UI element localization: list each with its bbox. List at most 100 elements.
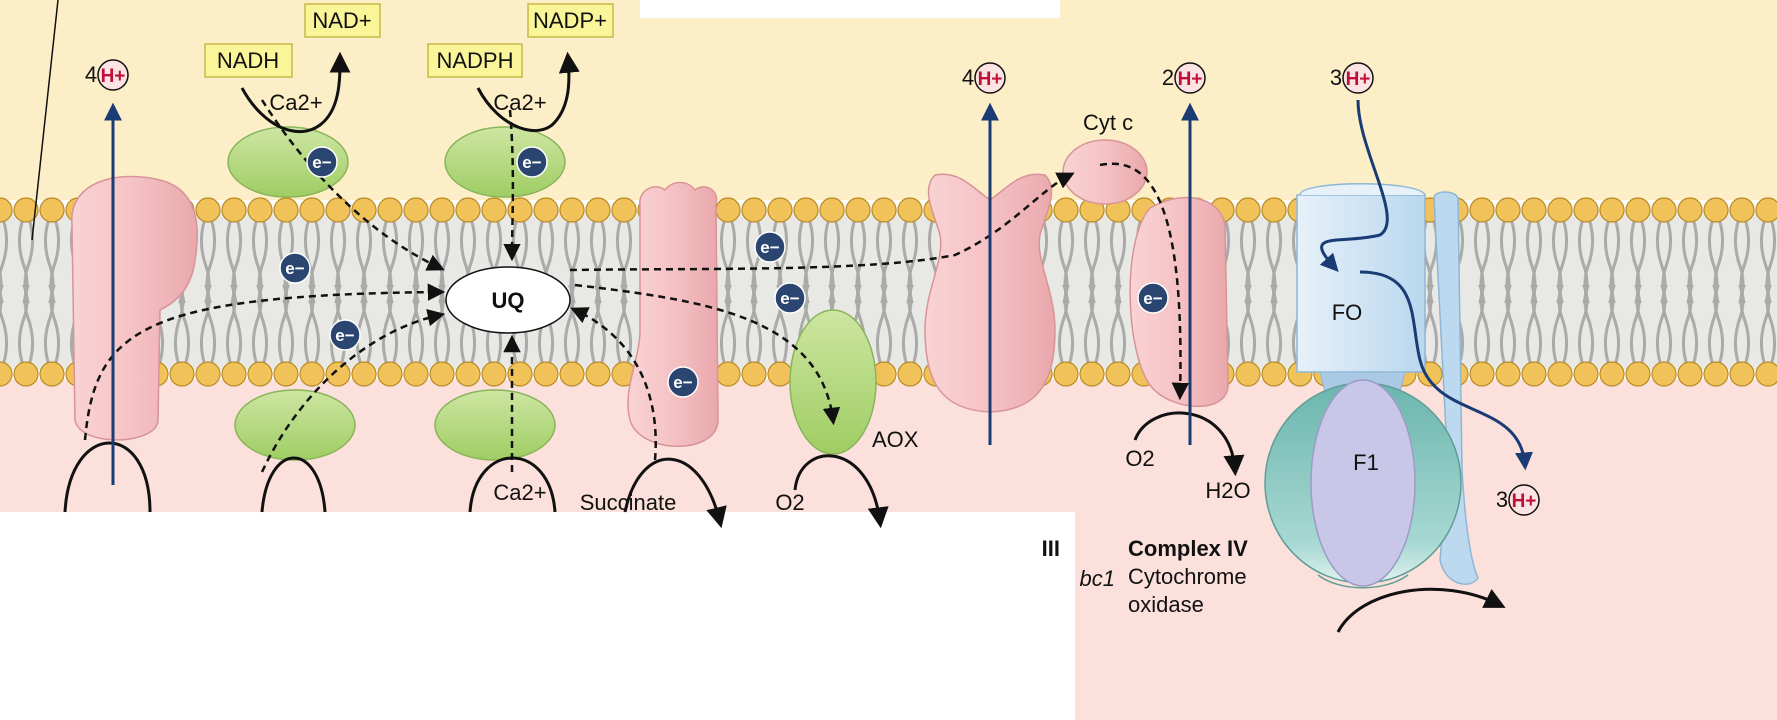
nadph-label: NADPH bbox=[436, 48, 513, 73]
proton-count: 3 bbox=[1496, 487, 1508, 512]
complex-i bbox=[71, 175, 199, 441]
lipid-head bbox=[1755, 197, 1777, 223]
lipid-head bbox=[559, 197, 585, 223]
lipid-head bbox=[1495, 197, 1521, 223]
lipid-head bbox=[247, 197, 273, 223]
lipid-head bbox=[455, 197, 481, 223]
lipid-head bbox=[1599, 197, 1625, 223]
external-nadph-dehydrogenase bbox=[444, 126, 566, 198]
complex-ii bbox=[627, 181, 719, 447]
electron-label: e− bbox=[335, 326, 354, 345]
lipid-head bbox=[1677, 361, 1703, 387]
lipid-head bbox=[39, 361, 65, 387]
lipid-head bbox=[585, 197, 611, 223]
lipid-head bbox=[1079, 361, 1105, 387]
lipid-head bbox=[611, 197, 637, 223]
electron-markers: e− e− e− e− e− e− e− e− bbox=[279, 146, 1169, 398]
nadp-plus-label: NADP+ bbox=[533, 8, 607, 33]
electron-label: e− bbox=[760, 238, 779, 257]
nadh-label: NADH bbox=[217, 48, 279, 73]
electron-flow-paths bbox=[83, 99, 1190, 473]
calcium-label-2: Ca2+ bbox=[493, 90, 546, 115]
lipid-head bbox=[481, 197, 507, 223]
lipid-head bbox=[533, 361, 559, 387]
lipid-head bbox=[1469, 361, 1495, 387]
lipid-head bbox=[13, 197, 39, 223]
lipid-head bbox=[715, 197, 741, 223]
electron-marker: e− bbox=[754, 231, 786, 263]
lipid-head bbox=[403, 361, 429, 387]
electron-marker: e− bbox=[306, 146, 338, 178]
complex-iv bbox=[1129, 196, 1229, 408]
lipid-head bbox=[1495, 361, 1521, 387]
lipid-head bbox=[507, 197, 533, 223]
inner-membrane-bilayer bbox=[0, 197, 1777, 387]
nadph-box: NADPH bbox=[427, 43, 523, 78]
complex-iv-line3: oxidase bbox=[1128, 592, 1204, 617]
lipid-head bbox=[377, 197, 403, 223]
lipid-head bbox=[299, 197, 325, 223]
lipid-head bbox=[1261, 197, 1287, 223]
lipid-head bbox=[481, 361, 507, 387]
lipid-head bbox=[455, 361, 481, 387]
proton-count: 4 bbox=[962, 65, 974, 90]
lipid-head bbox=[793, 197, 819, 223]
lipid-head bbox=[351, 197, 377, 223]
electron-label: e− bbox=[522, 153, 541, 172]
lipid-head bbox=[39, 197, 65, 223]
calcium-label-1: Ca2+ bbox=[269, 90, 322, 115]
succinate-label: Succinate bbox=[580, 490, 677, 515]
lipid-head bbox=[0, 361, 13, 387]
lipid-head bbox=[1625, 361, 1651, 387]
lipid-head bbox=[1053, 361, 1079, 387]
lipid-head bbox=[715, 361, 741, 387]
lipid-head bbox=[741, 197, 767, 223]
electron-marker: e− bbox=[279, 252, 311, 284]
lipid-head bbox=[819, 197, 845, 223]
lipid-head bbox=[299, 361, 325, 387]
reaction-curves bbox=[63, 51, 1506, 633]
electron-marker: e− bbox=[516, 146, 548, 178]
lipid-head bbox=[845, 197, 871, 223]
lipid-head bbox=[1755, 361, 1777, 387]
lipid-head bbox=[741, 361, 767, 387]
proton-count: 3 bbox=[1330, 65, 1342, 90]
complex-iii-partial-label: III bbox=[1042, 536, 1060, 561]
lipid-head bbox=[1469, 197, 1495, 223]
lipid-head bbox=[897, 361, 923, 387]
lipid-head bbox=[273, 361, 299, 387]
proton-symbol: H+ bbox=[978, 69, 1003, 90]
oxygen-label-aox: O2 bbox=[775, 490, 804, 515]
internal-nadh-dehydrogenase bbox=[234, 389, 356, 461]
complex-iv-line2: Cytochrome bbox=[1128, 564, 1247, 589]
lipid-head bbox=[351, 361, 377, 387]
proton-symbol: H+ bbox=[1346, 69, 1371, 90]
lipid-head bbox=[195, 361, 221, 387]
nad-plus-box: NAD+ bbox=[304, 3, 381, 38]
electron-label: e− bbox=[673, 373, 692, 392]
uq-label: UQ bbox=[492, 288, 525, 313]
lipid-head bbox=[325, 361, 351, 387]
electron-marker: e− bbox=[1137, 282, 1169, 314]
external-nadh-dehydrogenase bbox=[227, 126, 349, 198]
lipid-head bbox=[767, 361, 793, 387]
lipid-head bbox=[1053, 197, 1079, 223]
lipid-head bbox=[403, 197, 429, 223]
complex-iv-title: Complex IV bbox=[1128, 536, 1248, 561]
lipid-head bbox=[221, 197, 247, 223]
lipid-head bbox=[1105, 361, 1131, 387]
lipid-head bbox=[13, 361, 39, 387]
lipid-head bbox=[1677, 197, 1703, 223]
lipid-head bbox=[507, 361, 533, 387]
electron-marker: e− bbox=[667, 366, 699, 398]
electron-marker: e− bbox=[774, 282, 806, 314]
calcium-label-3: Ca2+ bbox=[493, 480, 546, 505]
lipid-head bbox=[1625, 197, 1651, 223]
lipid-head bbox=[325, 197, 351, 223]
electron-label: e− bbox=[285, 259, 304, 278]
lipid-head bbox=[559, 361, 585, 387]
